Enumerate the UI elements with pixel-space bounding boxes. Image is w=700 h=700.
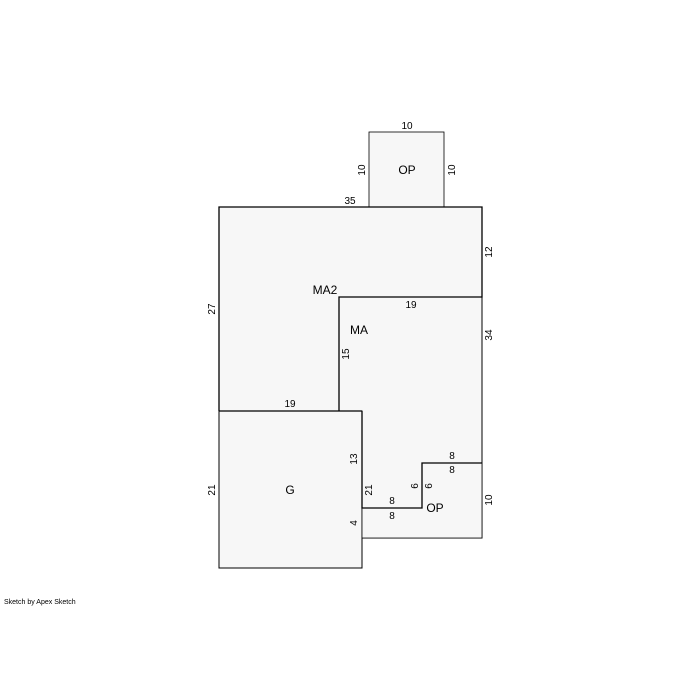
label-main: MA <box>350 323 368 337</box>
dim-ma-right: 34 <box>484 329 495 341</box>
dim-garage-right: 21 <box>364 484 375 496</box>
main-outline <box>218 206 483 411</box>
dim-porch-bottom-outer: 8 <box>389 496 395 507</box>
label-main-upper: MA2 <box>313 283 338 297</box>
main-lower-outline <box>361 411 482 509</box>
dim-top-porch-top: 10 <box>401 121 413 132</box>
dim-top-porch-left: 10 <box>357 164 368 176</box>
dim-garage-top: 19 <box>284 399 296 410</box>
dim-porch-right: 10 <box>484 494 495 506</box>
dim-porch-bottom-inner: 8 <box>389 511 395 522</box>
dim-porch-left-outer: 6 <box>410 483 421 489</box>
garage-area <box>218 410 363 569</box>
top-porch-area <box>368 131 445 208</box>
dim-garage-left: 21 <box>207 484 218 496</box>
dim-upper-right: 12 <box>484 246 495 258</box>
dim-top-porch-right: 10 <box>447 164 458 176</box>
sketch-credit: Sketch by Apex Sketch <box>4 599 76 606</box>
label-garage: G <box>285 483 294 497</box>
dim-porch-left-inner: 6 <box>424 483 435 489</box>
dim-garage-lower-right: 4 <box>349 520 360 526</box>
dim-main-left: 27 <box>207 303 218 315</box>
dim-ma-top: 19 <box>405 300 417 311</box>
label-top-porch: OP <box>398 163 415 177</box>
dim-porch-top-inner: 8 <box>449 465 455 476</box>
dim-garage-upper-right: 13 <box>349 453 360 465</box>
dim-main-top: 35 <box>344 196 356 207</box>
dim-ma-step: 15 <box>341 348 352 360</box>
dim-porch-top-outer: 8 <box>449 451 455 462</box>
label-side-porch: OP <box>426 501 443 515</box>
